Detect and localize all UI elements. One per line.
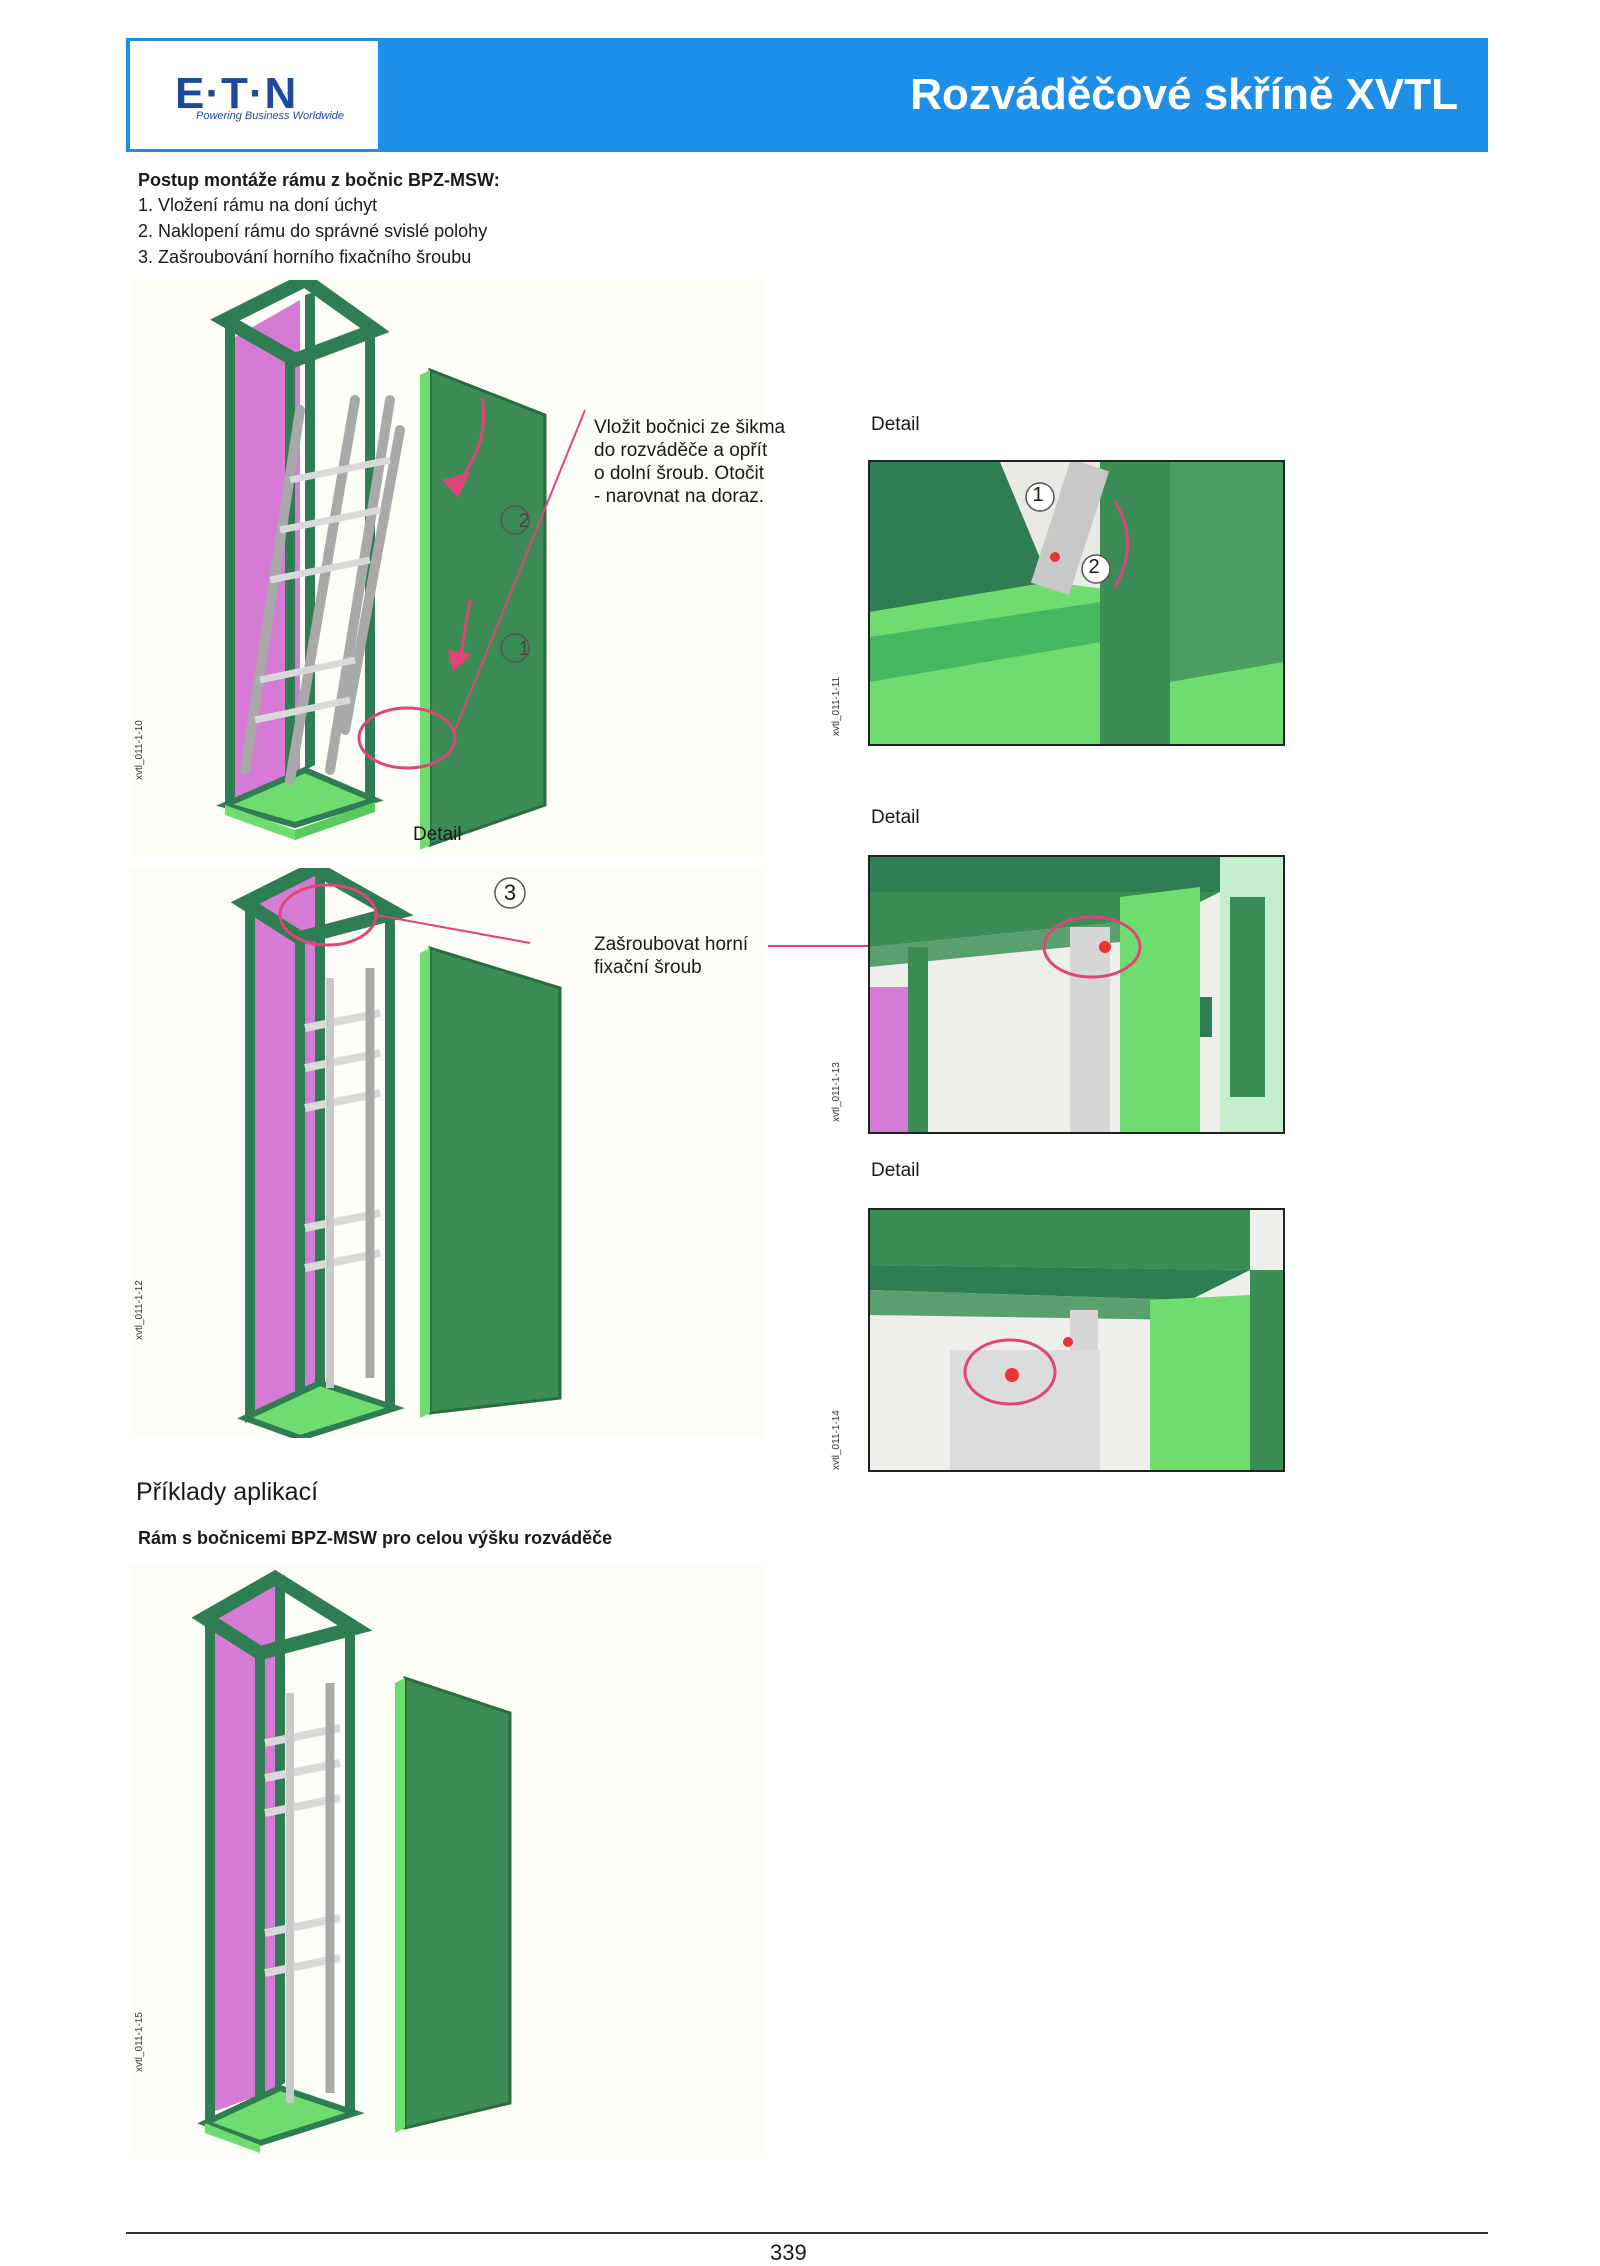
detail-image-3 (868, 1208, 1285, 1472)
figure-id: xvtl_011-1-10 (134, 720, 145, 780)
figure-id: xvtl_011-1-11 (831, 676, 842, 736)
figure-id: xvtl_011-1-15 (134, 2012, 145, 2072)
detail-label: Detail (413, 824, 462, 845)
marker-1: 1 (518, 638, 530, 660)
marker-2: 2 (518, 510, 530, 532)
step-item: 3. Zašroubování horního fixačního šroubu (138, 247, 472, 267)
callout-line: o dolní šroub. Otočit (594, 463, 765, 484)
callout-line: - narovnat na doraz. (594, 486, 765, 507)
figure-id: xvtl_011-1-12 (134, 1280, 145, 1340)
section-subheading: Rám s bočnicemi BPZ-MSW pro celou výšku … (138, 1528, 613, 1548)
step-item: 2. Naklopení rámu do správné svislé polo… (138, 221, 488, 241)
step-item: 1. Vložení rámu na doní úchyt (138, 195, 378, 215)
callout-line: fixační šroub (594, 957, 702, 978)
marker-3: 3 (503, 880, 517, 905)
detail-label: Detail (871, 807, 920, 828)
figure-id: xvtl_011-1-14 (831, 1410, 842, 1470)
page-title: Rozváděčové skříně XVTL (910, 70, 1458, 119)
detail-label: Detail (871, 414, 920, 435)
figure-example-cabinet (130, 1563, 765, 2153)
detail-label: Detail (871, 1160, 920, 1181)
section-heading: Příklady aplikací (136, 1478, 319, 1506)
intro-heading: Postup montáže rámu z bočnic BPZ-MSW: (138, 170, 500, 190)
marker-2: 2 (1088, 556, 1100, 578)
footer-rule (126, 2232, 1488, 2234)
detail-image-2 (868, 855, 1285, 1134)
detail-image-1 (868, 460, 1285, 746)
callout-line: Zašroubovat horní (594, 934, 749, 955)
figure-cabinet-fixed (130, 868, 765, 1438)
marker-1: 1 (1032, 484, 1044, 506)
figure-cabinet-insert (130, 280, 765, 855)
callout-line: Vložit bočnici ze šikma (594, 417, 786, 438)
figure-id: xvtl_011-1-13 (831, 1062, 842, 1122)
eaton-logo: E·T·N (175, 69, 298, 118)
callout-line: do rozváděče a opřít (594, 440, 768, 461)
logo-tagline: Powering Business Worldwide (196, 110, 344, 122)
page-number: 339 (770, 2240, 807, 2265)
logo-box (130, 41, 378, 149)
